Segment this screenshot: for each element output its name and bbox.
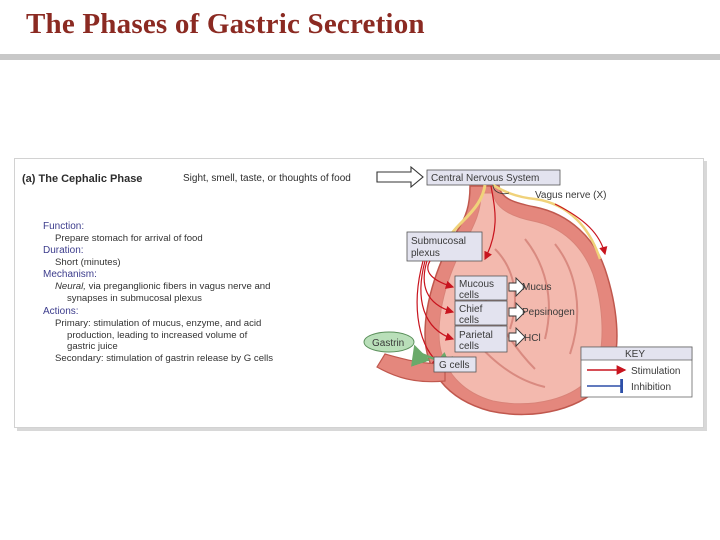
key-stimulation-label: Stimulation [631,366,680,377]
g-cells-box [433,356,477,373]
stimulus-text: Sight, smell, taste, or thoughts of food [183,173,351,184]
actions-primary-2: production, leading to increased volume … [67,330,248,341]
mechanism-heading: Mechanism: [43,269,97,280]
key-title: KEY [625,349,645,360]
hcl-label: HCl [524,333,541,344]
g-cells-label: G cells [439,360,470,371]
duration-heading: Duration: [43,245,84,256]
key-inhibition-label: Inhibition [631,382,671,393]
mucous-cells-box [454,275,508,301]
mucus-arrow [508,276,526,298]
hcl-arrow [508,326,526,348]
mucous-cells-label-2: cells [459,290,479,301]
key-legend: KEY Stimulation Inhibition [580,346,693,398]
pepsinogen-arrow [508,301,526,323]
parietal-cells-label-1: Parietal [459,330,493,341]
actions-primary-3: gastric juice [67,341,118,352]
mucous-cells-label-1: Mucous [459,279,494,290]
gastrin-label: Gastrin [372,338,404,349]
cns-label: Central Nervous System [431,173,539,184]
duration-text: Short (minutes) [55,257,121,268]
mechanism-text-1: Neural, via preganglionic fibers in vagu… [55,281,270,292]
mucus-label: Mucus [522,282,551,293]
parietal-cells-label-2: cells [459,341,479,352]
actions-heading: Actions: [43,306,79,317]
parietal-cells-box [454,325,508,353]
vagus-nerve-label: Vagus nerve (X) [535,190,607,201]
cephalic-phase-diagram: (a) The Cephalic Phase Sight, smell, tas… [22,165,693,416]
actions-secondary: Secondary: stimulation of gastrin releas… [55,353,273,364]
submucosal-label-2: plexus [411,248,440,259]
mechanism-text-2: synapses in submucosal plexus [67,293,202,304]
panel-label: (a) The Cephalic Phase [22,173,142,185]
pepsinogen-label: Pepsinogen [522,307,575,318]
actions-primary-1: Primary: stimulation of mucus, enzyme, a… [55,318,261,329]
slide-title: The Phases of Gastric Secretion [26,8,425,40]
chief-cells-label-2: cells [459,315,479,326]
submucosal-plexus-box [406,231,483,262]
chief-cells-label-1: Chief [459,304,483,315]
submucosal-label-1: Submucosal [411,236,466,247]
figure-frame: (a) The Cephalic Phase Sight, smell, tas… [14,158,704,428]
phase-description: Function: Prepare stomach for arrival of… [43,221,273,364]
function-heading: Function: [43,221,84,232]
function-text: Prepare stomach for arrival of food [55,233,203,244]
chief-cells-box [454,300,508,326]
gastrin-ellipse [363,331,415,353]
stimulus-arrow [376,165,424,189]
title-divider [0,54,720,60]
